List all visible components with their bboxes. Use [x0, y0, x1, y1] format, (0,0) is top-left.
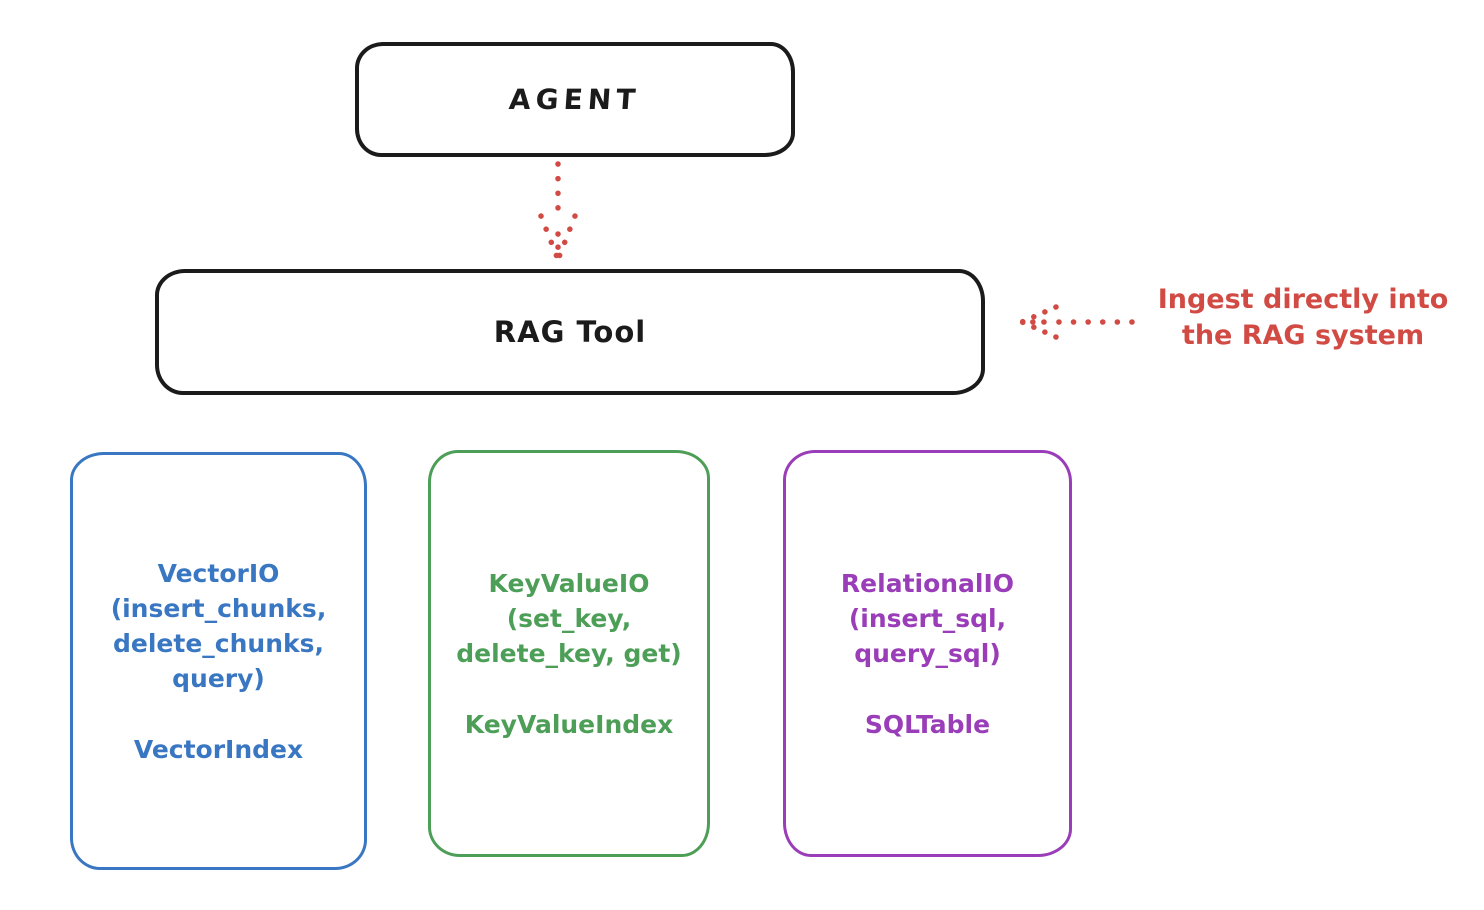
keyvalue-io-methods: KeyValueIO (set_key, delete_key, get): [456, 568, 682, 668]
vector-io-methods: VectorIO (insert_chunks, delete_chunks, …: [110, 558, 327, 693]
sql-table-label: SQLTable: [864, 709, 991, 739]
rag-tool-label: RAG Tool: [493, 315, 647, 349]
ingest-annotation-line1: Ingest directly into: [1157, 284, 1449, 315]
ingest-arrow-icon: [1019, 304, 1135, 340]
vector-index-label: VectorIndex: [133, 734, 304, 764]
backend-box-keyvalue-io: KeyValueIO (set_key, delete_key, get) Ke…: [428, 450, 710, 857]
backend-box-relational-io: RelationalIO (insert_sql, query_sql) SQL…: [783, 450, 1072, 857]
ingest-annotation-line2: the RAG system: [1181, 319, 1425, 351]
backend-box-vector-io: VectorIO (insert_chunks, delete_chunks, …: [70, 452, 367, 870]
rag-tool-box: RAG Tool: [155, 269, 985, 395]
agent-label: AGENT: [508, 83, 642, 116]
agent-to-ragtool-arrow-icon: [538, 161, 578, 263]
ingest-annotation: Ingest directly into the RAG system: [1128, 282, 1478, 353]
agent-box: AGENT: [355, 42, 795, 157]
relational-io-methods: RelationalIO (insert_sql, query_sql): [840, 568, 1015, 668]
keyvalue-index-label: KeyValueIndex: [464, 709, 674, 739]
